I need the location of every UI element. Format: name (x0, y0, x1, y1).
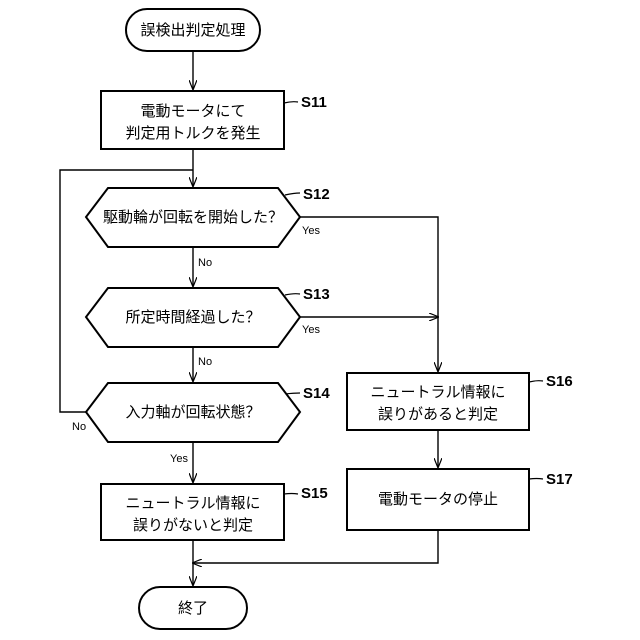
leader-s13 (285, 294, 300, 295)
s15-line-2: 誤りがないと判定 (133, 516, 253, 534)
step-label-s15: S15 (301, 485, 328, 502)
end-terminal: 終了 (139, 587, 247, 629)
s12-no-label: No (198, 257, 212, 269)
process-s11: 電動モータにて 判定用トルクを発生 (101, 91, 284, 149)
decision-s13: 所定時間経過した？ (86, 288, 300, 347)
s15-line-1: ニュートラル情報に (125, 494, 260, 512)
step-label-s14: S14 (303, 385, 330, 402)
s16-line-1: ニュートラル情報に (370, 383, 505, 401)
s16-line-2: 誤りがあると判定 (378, 405, 498, 423)
leader-s15 (284, 494, 298, 495)
leader-s12 (285, 193, 300, 195)
step-label-s11: S11 (301, 94, 327, 111)
end-label: 終了 (178, 599, 208, 617)
start-label: 誤検出判定処理 (140, 21, 245, 39)
process-s17: 電動モータの停止 (347, 469, 529, 530)
step-label-s13: S13 (303, 286, 330, 303)
start-terminal: 誤検出判定処理 (126, 9, 260, 51)
process-s16: ニュートラル情報に 誤りがあると判定 (347, 373, 529, 430)
s12-yes-label: Yes (302, 225, 320, 237)
s14-no-label: No (72, 421, 86, 433)
step-label-s12: S12 (303, 186, 330, 203)
leader-s16 (529, 381, 543, 382)
leader-s17 (529, 479, 543, 480)
decision-s12: 駆動輪が回転を開始した？ (86, 188, 300, 247)
step-label-s17: S17 (546, 471, 573, 488)
s13-yes-label: Yes (302, 324, 320, 336)
s17-label: 電動モータの停止 (378, 490, 498, 508)
s14-label: 入力軸が回転状態？ (125, 403, 260, 421)
s11-line-1: 電動モータにて (140, 102, 245, 120)
process-s15: ニュートラル情報に 誤りがないと判定 (101, 484, 284, 540)
s11-line-2: 判定用トルクを発生 (125, 124, 260, 142)
s12-label: 駆動輪が回転を開始した？ (103, 208, 283, 226)
step-label-s16: S16 (546, 373, 573, 390)
s14-yes-label: Yes (170, 453, 188, 465)
s13-label: 所定時間経過した？ (125, 308, 260, 326)
decision-s14: 入力軸が回転状態？ (86, 383, 300, 442)
s13-no-label: No (198, 356, 212, 368)
leader-s11 (284, 102, 298, 103)
